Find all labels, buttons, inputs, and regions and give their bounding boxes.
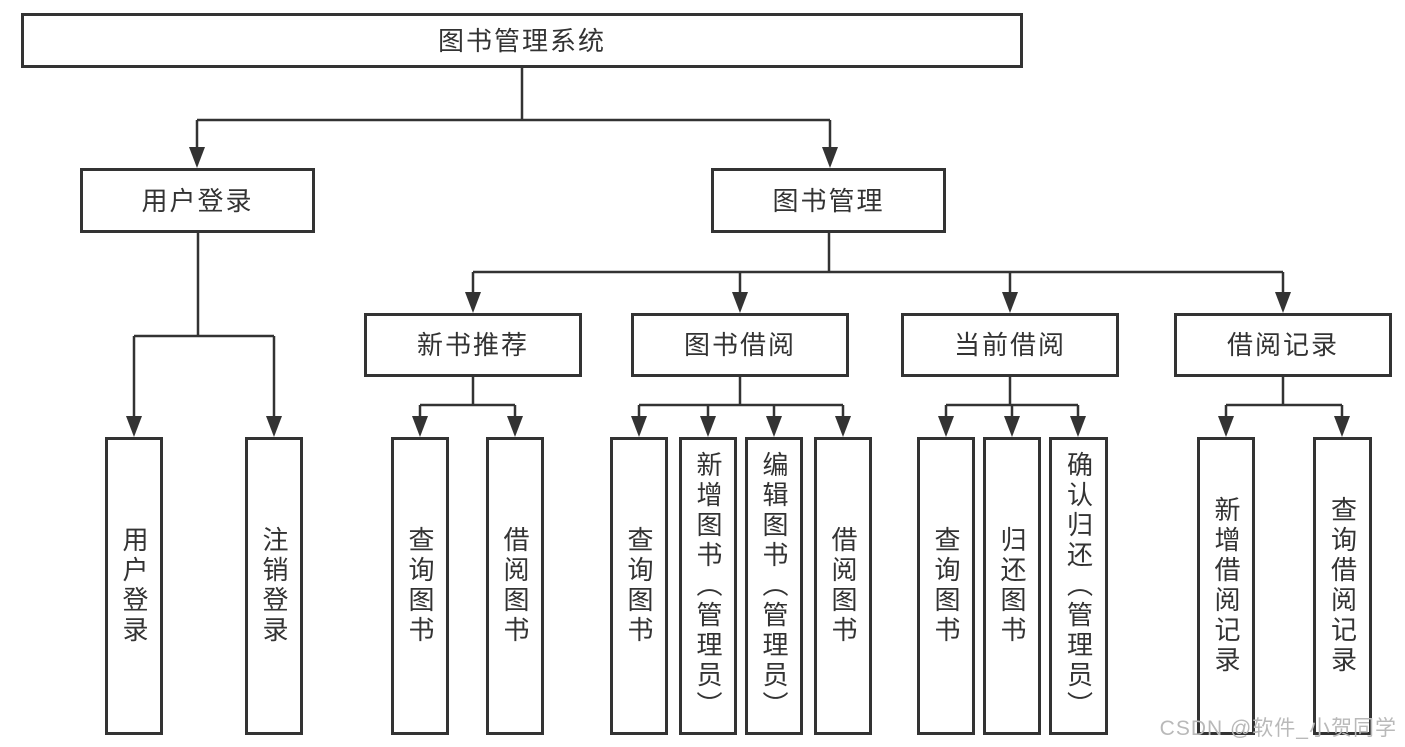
node-current-borrowing-label: 当前借阅	[953, 330, 1066, 360]
leaf-query-books-current-label: 查询图书	[931, 526, 961, 646]
leaf-edit-books-admin-label: 编辑图书（管理员）	[759, 451, 789, 721]
leaf-logout-label: 注销登录	[259, 526, 289, 646]
node-book-borrowing: 图书借阅	[631, 313, 849, 377]
leaf-query-books-recommend-label: 查询图书	[405, 526, 435, 646]
node-root-system-label: 图书管理系统	[437, 25, 606, 56]
leaf-borrow-books-borrowing: 借阅图书	[814, 437, 872, 735]
leaf-logout: 注销登录	[245, 437, 303, 735]
leaf-return-books-label: 归还图书	[997, 526, 1027, 646]
leaf-query-borrow-record: 查询借阅记录	[1313, 437, 1372, 735]
node-book-management: 图书管理	[711, 168, 946, 233]
node-borrowing-records-label: 借阅记录	[1226, 330, 1339, 360]
node-new-book-recommend-label: 新书推荐	[416, 330, 529, 360]
node-borrowing-records: 借阅记录	[1174, 313, 1392, 377]
node-book-management-label: 图书管理	[772, 185, 885, 216]
node-current-borrowing: 当前借阅	[901, 313, 1119, 377]
leaf-user-login-label: 用户登录	[119, 526, 149, 646]
leaf-add-borrow-record: 新增借阅记录	[1197, 437, 1255, 735]
leaf-add-books-admin-label: 新增图书（管理员）	[693, 451, 723, 721]
leaf-user-login: 用户登录	[105, 437, 163, 735]
leaf-edit-books-admin: 编辑图书（管理员）	[745, 437, 803, 735]
leaf-confirm-return-admin: 确认归还（管理员）	[1049, 437, 1108, 735]
leaf-query-books-recommend: 查询图书	[391, 437, 449, 735]
leaf-borrow-books-recommend: 借阅图书	[486, 437, 544, 735]
csdn-watermark: CSDN @软件_小贺同学	[1159, 717, 1397, 740]
leaf-borrow-books-recommend-label: 借阅图书	[500, 526, 530, 646]
node-new-book-recommend: 新书推荐	[364, 313, 582, 377]
node-book-borrowing-label: 图书借阅	[683, 330, 796, 360]
node-user-login-label: 用户登录	[141, 185, 254, 216]
leaf-query-books-borrowing: 查询图书	[610, 437, 668, 735]
node-root-system: 图书管理系统	[21, 13, 1023, 68]
leaf-query-books-borrowing-label: 查询图书	[624, 526, 654, 646]
leaf-query-borrow-record-label: 查询借阅记录	[1327, 496, 1358, 676]
leaf-query-books-current: 查询图书	[917, 437, 975, 735]
leaf-borrow-books-borrowing-label: 借阅图书	[828, 526, 858, 646]
node-user-login: 用户登录	[80, 168, 315, 233]
leaf-add-borrow-record-label: 新增借阅记录	[1211, 496, 1241, 676]
leaf-confirm-return-admin-label: 确认归还（管理员）	[1063, 451, 1094, 721]
leaf-return-books: 归还图书	[983, 437, 1041, 735]
leaf-add-books-admin: 新增图书（管理员）	[679, 437, 737, 735]
